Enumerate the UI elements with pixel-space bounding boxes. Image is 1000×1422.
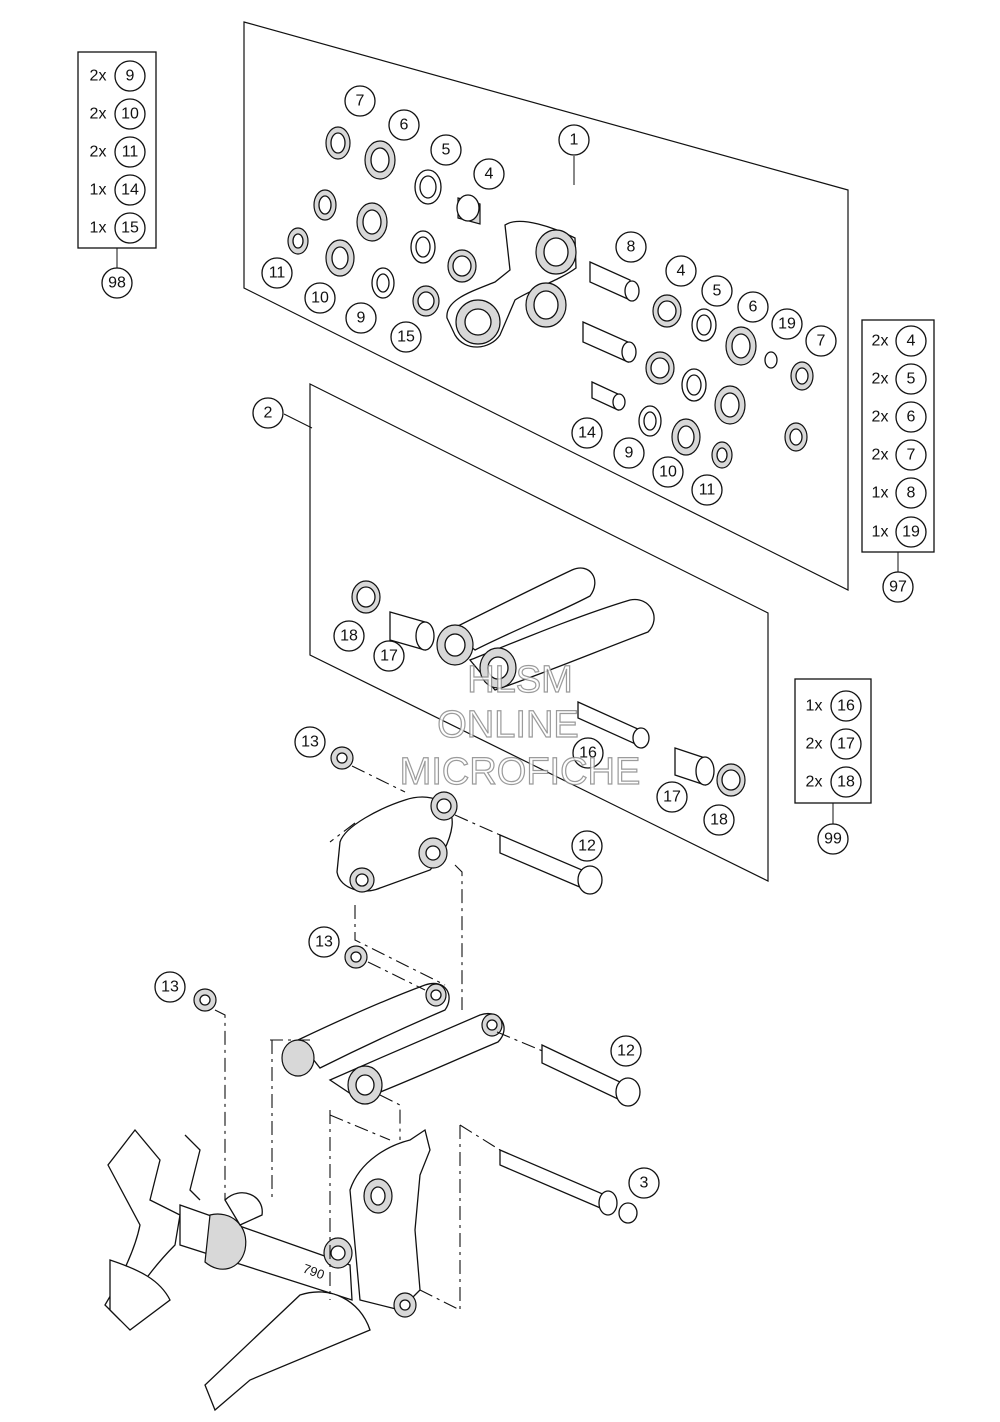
assembly-bolt-3 bbox=[499, 1149, 638, 1224]
svg-text:5: 5 bbox=[907, 371, 916, 388]
svg-text:7: 7 bbox=[817, 333, 826, 350]
svg-text:9: 9 bbox=[357, 310, 366, 327]
svg-text:15: 15 bbox=[397, 329, 415, 346]
assembly-nut-1 bbox=[330, 746, 354, 770]
svg-text:5: 5 bbox=[713, 283, 722, 300]
svg-text:10: 10 bbox=[311, 290, 329, 307]
svg-text:2x: 2x bbox=[806, 774, 823, 791]
assembly-nut-3 bbox=[193, 988, 217, 1012]
svg-text:8: 8 bbox=[627, 239, 636, 256]
svg-text:11: 11 bbox=[269, 265, 286, 282]
svg-text:9: 9 bbox=[126, 68, 135, 85]
svg-text:19: 19 bbox=[778, 316, 796, 333]
alignment-lines bbox=[214, 765, 546, 1311]
svg-text:99: 99 bbox=[824, 831, 842, 848]
svg-text:14: 14 bbox=[121, 182, 139, 199]
svg-text:1x: 1x bbox=[872, 524, 889, 541]
assembly-link-arms bbox=[281, 982, 505, 1105]
svg-text:12: 12 bbox=[578, 838, 596, 855]
frame-label: 790 bbox=[301, 1261, 327, 1283]
svg-text:2x: 2x bbox=[872, 409, 889, 426]
svg-text:97: 97 bbox=[889, 579, 907, 596]
svg-text:2x: 2x bbox=[872, 371, 889, 388]
kit-1-panel bbox=[243, 21, 849, 591]
svg-text:6: 6 bbox=[400, 117, 409, 134]
callout-1: 1 bbox=[558, 124, 590, 156]
svg-text:10: 10 bbox=[121, 106, 139, 123]
svg-text:2x: 2x bbox=[806, 736, 823, 753]
svg-text:18: 18 bbox=[340, 628, 358, 645]
svg-text:4: 4 bbox=[677, 263, 686, 280]
svg-text:4: 4 bbox=[485, 166, 494, 183]
svg-text:7: 7 bbox=[907, 447, 916, 464]
svg-text:16: 16 bbox=[579, 745, 597, 762]
svg-text:HLSM: HLSM bbox=[467, 659, 573, 701]
svg-text:2x: 2x bbox=[90, 68, 107, 85]
callout-2: 2 bbox=[252, 397, 284, 429]
assembly-bolt-1 bbox=[499, 834, 603, 895]
kit-table-98: 98 2x 9 2x 10 2x 11 1x 14 1x 15 bbox=[77, 51, 157, 299]
svg-text:3: 3 bbox=[640, 1175, 649, 1192]
svg-text:18: 18 bbox=[710, 812, 728, 829]
svg-text:17: 17 bbox=[663, 789, 681, 806]
svg-text:1x: 1x bbox=[90, 220, 107, 237]
svg-text:17: 17 bbox=[837, 736, 855, 753]
svg-text:5: 5 bbox=[442, 142, 451, 159]
svg-text:1: 1 bbox=[570, 132, 579, 149]
svg-text:11: 11 bbox=[122, 144, 139, 161]
svg-text:18: 18 bbox=[837, 774, 855, 791]
svg-text:6: 6 bbox=[907, 409, 916, 426]
watermark: HLSM ONLINE MICROFICHE bbox=[399, 658, 641, 793]
frame-swingarm-section: 790 bbox=[104, 1128, 431, 1412]
svg-text:6: 6 bbox=[749, 299, 758, 316]
assembly-nut-2 bbox=[344, 945, 368, 969]
svg-text:8: 8 bbox=[907, 485, 916, 502]
svg-text:14: 14 bbox=[578, 425, 596, 442]
callout-3: 3 bbox=[628, 1167, 660, 1199]
svg-text:13: 13 bbox=[301, 734, 319, 751]
svg-text:13: 13 bbox=[315, 934, 333, 951]
svg-text:16: 16 bbox=[837, 698, 855, 715]
svg-text:12: 12 bbox=[617, 1043, 635, 1060]
callouts: 1 2 3 7 6 5 4 11 10 9 15 8 4 5 6 19 7 14… bbox=[154, 85, 837, 1199]
linkage-lever-kit-1 bbox=[446, 220, 577, 348]
svg-text:2x: 2x bbox=[90, 144, 107, 161]
svg-text:2x: 2x bbox=[872, 333, 889, 350]
svg-text:1x: 1x bbox=[90, 182, 107, 199]
svg-text:98: 98 bbox=[108, 275, 126, 292]
kit-2-panel bbox=[309, 383, 769, 882]
svg-text:1x: 1x bbox=[872, 485, 889, 502]
svg-text:9: 9 bbox=[625, 445, 634, 462]
svg-text:10: 10 bbox=[659, 464, 677, 481]
svg-text:1x: 1x bbox=[806, 698, 823, 715]
svg-text:2x: 2x bbox=[872, 447, 889, 464]
svg-text:ONLINE: ONLINE bbox=[437, 704, 578, 746]
svg-text:7: 7 bbox=[356, 93, 365, 110]
kit-table-99: 99 1x 16 2x 17 2x 18 bbox=[794, 678, 872, 855]
assembly-bolt-2 bbox=[541, 1043, 641, 1107]
kit-1-parts-right bbox=[582, 260, 814, 469]
svg-text:15: 15 bbox=[121, 220, 139, 237]
svg-text:4: 4 bbox=[907, 333, 916, 350]
assembly-lever bbox=[336, 791, 458, 893]
linkage-arms-kit-2 bbox=[351, 567, 746, 797]
kit-1-parts bbox=[287, 126, 481, 317]
svg-text:2x: 2x bbox=[90, 106, 107, 123]
svg-text:2: 2 bbox=[264, 405, 273, 422]
svg-text:13: 13 bbox=[161, 979, 179, 996]
svg-text:19: 19 bbox=[902, 524, 920, 541]
svg-text:17: 17 bbox=[380, 648, 398, 665]
svg-text:MICROFICHE: MICROFICHE bbox=[400, 751, 641, 793]
kit-table-97: 97 2x 4 2x 5 2x 6 2x 7 1x 8 1x 19 bbox=[861, 319, 935, 603]
svg-text:11: 11 bbox=[699, 482, 716, 499]
